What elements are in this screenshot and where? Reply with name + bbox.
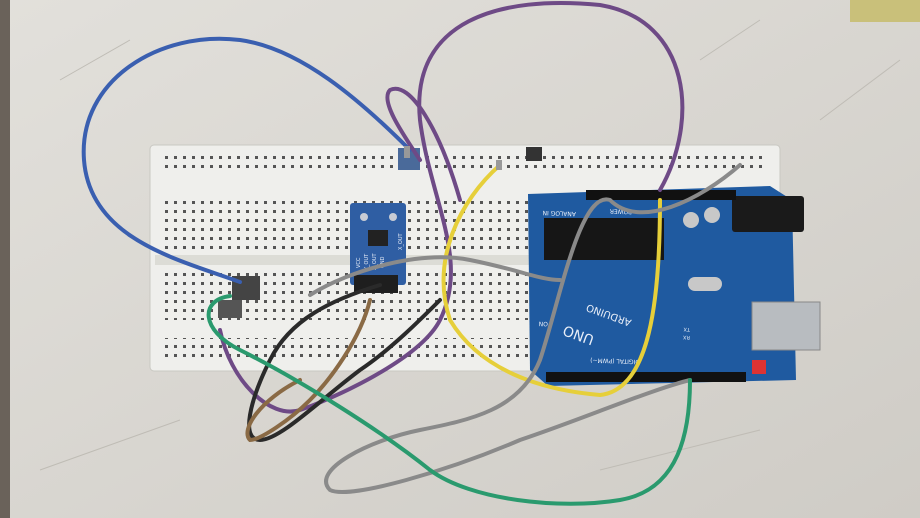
table-edge [0, 0, 10, 518]
digital-label: DIGITAL (PWM~) [590, 356, 640, 365]
wire-blue [81, 36, 412, 284]
header-top [586, 190, 736, 200]
wire-black [247, 283, 442, 443]
accelerometer-module: VCC Y_OUT Z_OUT GND X_OUT [350, 203, 406, 293]
reset-button [752, 360, 766, 374]
capacitor-1 [683, 212, 699, 228]
crystal [688, 277, 722, 291]
module-pin-gnd: GND [380, 256, 386, 268]
wire-gray [324, 163, 742, 494]
capacitor-2 [704, 207, 720, 223]
sticker [850, 0, 920, 22]
on-label: ON [539, 320, 548, 327]
module-pin-zout: Z_OUT [372, 252, 378, 270]
module-pin-yout: Y_OUT [364, 253, 370, 271]
wire-brown [245, 298, 372, 443]
header-connector-top-right [526, 147, 542, 161]
wire-pin-blue [404, 146, 410, 158]
usb-port [751, 301, 821, 351]
arduino-board: ARDUINO UNO ANALOG IN POWER DIGITAL (PWM… [528, 186, 821, 386]
wire-yellow [441, 163, 662, 398]
analog-in-label: ANALOG IN [542, 209, 576, 217]
module-side-label: X_OUT [398, 232, 404, 250]
power-label: POWER [610, 207, 632, 215]
header-bottom [546, 372, 746, 382]
wire-pin-yellow [496, 160, 502, 170]
dc-jack [732, 196, 804, 232]
wire-green [206, 294, 692, 506]
tx-label: TX [683, 326, 691, 332]
header-connector-left-2 [218, 300, 242, 318]
rx-label: RX [682, 334, 690, 340]
wire-gray-2 [308, 255, 562, 297]
power-rail-top [165, 152, 765, 174]
module-pin-vcc: VCC [356, 257, 362, 268]
atmega-chip [544, 218, 664, 260]
wire-purple-2 [385, 86, 462, 202]
